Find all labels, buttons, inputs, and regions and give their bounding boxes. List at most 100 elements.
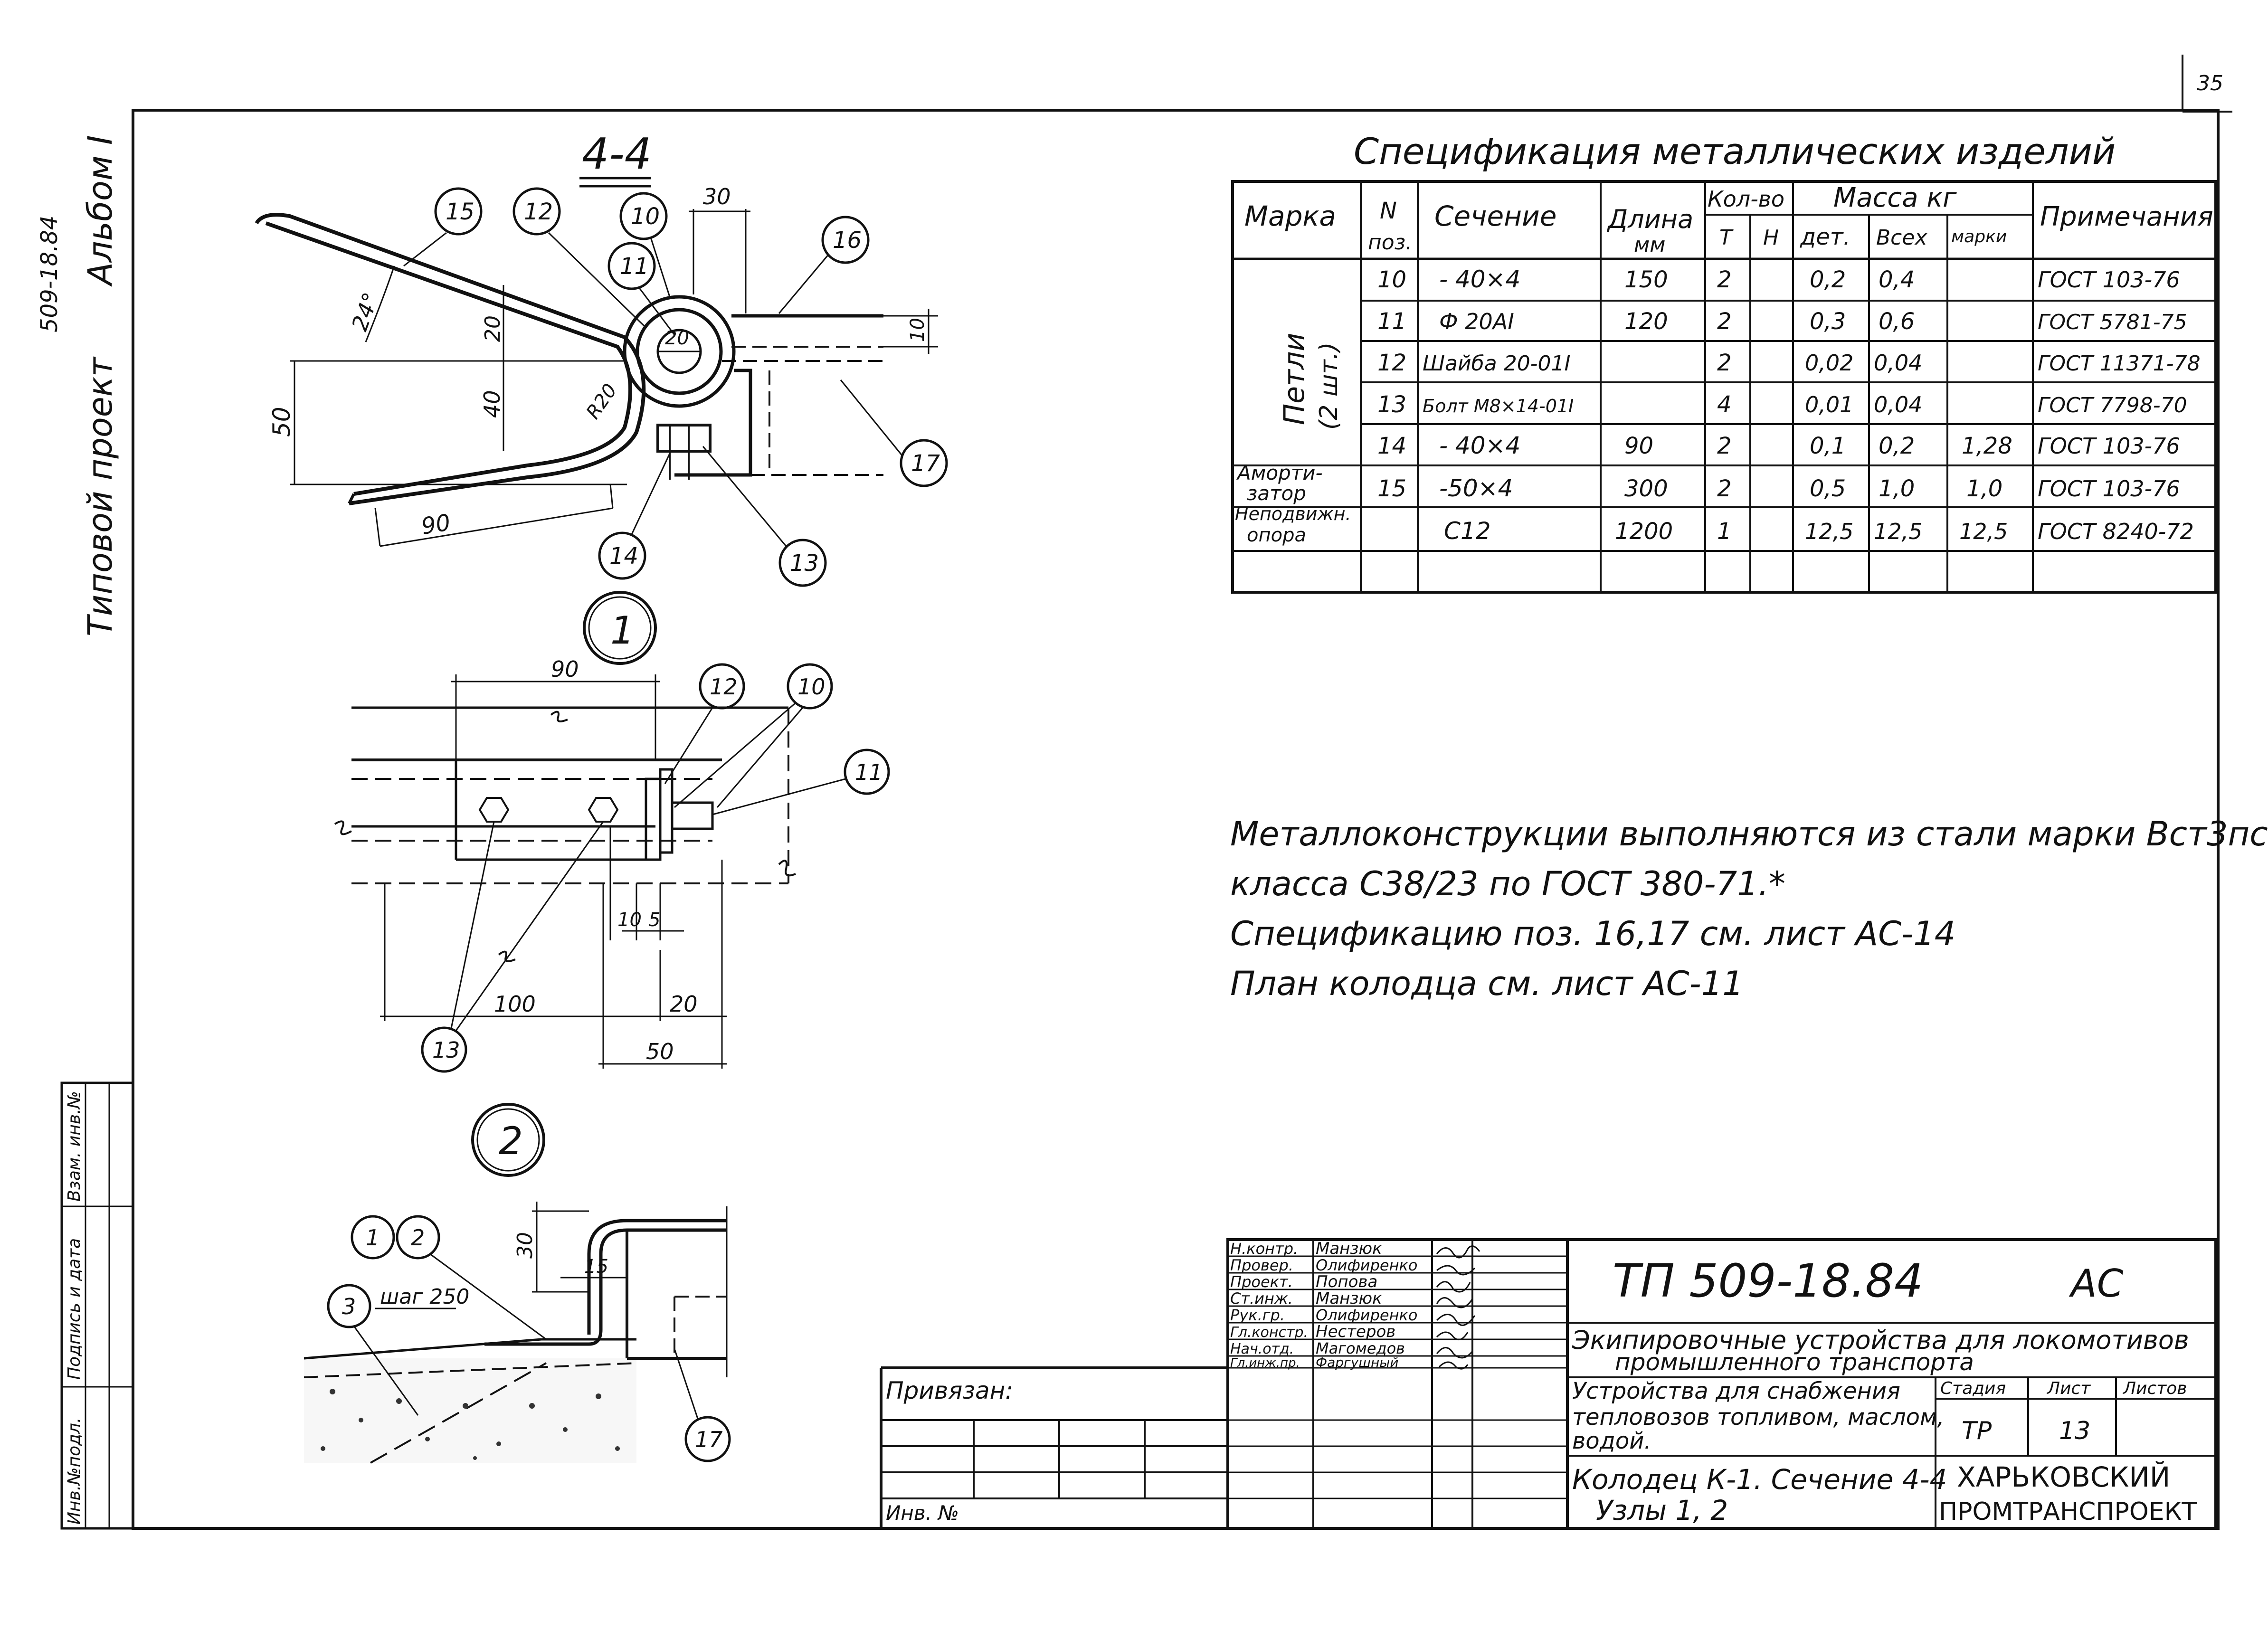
node2-dim-30: 30 [513, 1232, 537, 1259]
node2-callout-17: 17 [674, 1348, 731, 1462]
svg-text:0,4: 0,4 [1879, 266, 1915, 293]
callout-17: 17 [840, 379, 948, 487]
spec-h-pos-a: N [1380, 198, 1397, 224]
section-title: 4-4 [582, 129, 652, 179]
side-approval-columns: Инв.№подл. Подпись и дата Взам. инв.№ [60, 1081, 134, 1530]
svg-text:- 40×4: - 40×4 [1439, 265, 1520, 293]
side-col-inv-podl: Инв.№подл. [65, 1418, 84, 1525]
svg-text:13: 13 [1377, 391, 1406, 418]
svg-text:Гл.инж.пр.: Гл.инж.пр. [1230, 1356, 1300, 1370]
dim-angle: 24° [347, 289, 384, 334]
dim-30: 30 [703, 184, 731, 209]
spec-group-petli: Петли [1278, 333, 1311, 425]
spec-title: Спецификация металлических изделий [1354, 130, 2116, 172]
svg-text:0,2: 0,2 [1810, 266, 1846, 293]
spec-row: 14 - 40×4 90 2 0,1 0,2 1,28 ГОСТ 103-76 [1377, 432, 2180, 459]
side-col-signature: Подпись и дата [65, 1238, 84, 1380]
side-code: 509-18.84 [36, 216, 63, 332]
tb-object-b: тепловозов топливом, маслом, [1572, 1404, 1945, 1431]
svg-text:ГОСТ 8240-72: ГОСТ 8240-72 [2038, 519, 2194, 544]
concrete-slab [304, 1358, 636, 1463]
svg-text:15: 15 [1377, 475, 1406, 502]
svg-text:1200: 1200 [1615, 518, 1673, 545]
svg-text:17: 17 [695, 1427, 723, 1452]
svg-text:0,04: 0,04 [1874, 392, 1922, 417]
sheet-number-box: 35 [2182, 55, 2232, 113]
node1-callout-11: 11 [712, 749, 890, 815]
node1-dim-100: 100 [494, 991, 536, 1017]
svg-text:11: 11 [620, 253, 649, 280]
tb-org-b: ПРОМТРАНСПРОЕКТ [1939, 1497, 2197, 1526]
svg-text:Аморти-: Аморти- [1236, 461, 1323, 484]
svg-text:90: 90 [1624, 433, 1653, 459]
svg-text:Фаргушный: Фаргушный [1316, 1355, 1399, 1370]
svg-text:ГОСТ 103-76: ГОСТ 103-76 [2038, 476, 2180, 502]
svg-text:Манзюк: Манзюк [1316, 1289, 1382, 1308]
tb-code: ТП 509-18.84 [1613, 1254, 1923, 1308]
note-line-1: Металлоконструкции выполняются из стали … [1230, 815, 2268, 853]
svg-text:Шайба 20-01I: Шайба 20-01I [1423, 351, 1571, 376]
node1-dim-50: 50 [646, 1039, 674, 1064]
sheet-number: 35 [2197, 71, 2223, 95]
svg-text:ГОСТ 11371-78: ГОСТ 11371-78 [2038, 351, 2201, 376]
node1-dim-90: 90 [551, 656, 579, 682]
spec-h-mass-det: дет. [1800, 224, 1850, 250]
svg-text:Проект.: Проект. [1230, 1273, 1293, 1291]
svg-text:2: 2 [1717, 433, 1732, 459]
svg-text:1,28: 1,28 [1962, 433, 2012, 459]
tb-org-a: ХАРЬКОВСКИЙ [1957, 1460, 2170, 1493]
svg-text:12,5: 12,5 [1805, 519, 1853, 544]
note-line-4: План колодца см. лист АС-11 [1230, 964, 1744, 1003]
dim-50: 50 [268, 407, 295, 437]
svg-text:Нестеров: Нестеров [1316, 1322, 1395, 1341]
svg-text:2: 2 [1717, 308, 1732, 335]
spec-row: 10 - 40×4 150 2 0,2 0,4 ГОСТ 103-76 [1377, 265, 2180, 293]
svg-text:ГОСТ 5781-75: ГОСТ 5781-75 [2038, 310, 2187, 334]
tb-object-c: водой. [1572, 1428, 1651, 1454]
svg-text:1,0: 1,0 [1879, 475, 1915, 502]
svg-text:0,1: 0,1 [1810, 433, 1846, 459]
svg-text:ГОСТ 103-76: ГОСТ 103-76 [2038, 433, 2180, 459]
node2-callout-2: 2 [396, 1215, 547, 1340]
svg-text:10: 10 [1377, 266, 1406, 293]
tb-bound: Привязан: [886, 1377, 1013, 1404]
svg-text:- 40×4: - 40×4 [1439, 432, 1520, 459]
svg-text:0,04: 0,04 [1874, 350, 1922, 376]
tb-sheet-label: Лист [2046, 1379, 2091, 1398]
svg-text:17: 17 [911, 450, 940, 477]
side-col-replace: Взам. инв.№ [65, 1091, 84, 1202]
spec-h-note: Примечания [2040, 201, 2213, 232]
side-labels: 509-18.84 Типовой проект Альбом I [36, 135, 120, 636]
node-2-label: 2 [499, 1119, 523, 1163]
spec-h-pos-b: поз. [1368, 230, 1412, 255]
callout-14: 14 [598, 453, 671, 580]
svg-text:Болт М8×14-01I: Болт М8×14-01I [1423, 396, 1574, 417]
svg-text:0,6: 0,6 [1879, 308, 1915, 335]
tb-mark: АС [2069, 1261, 2124, 1306]
svg-text:12,5: 12,5 [1959, 519, 2008, 544]
section-4-4: 4-4 30 20 20 40 [255, 129, 948, 587]
svg-text:ГОСТ 103-76: ГОСТ 103-76 [2038, 267, 2180, 293]
svg-text:Олифиренко: Олифиренко [1316, 1256, 1417, 1274]
svg-text:ГОСТ 7798-70: ГОСТ 7798-70 [2038, 393, 2187, 417]
svg-text:11: 11 [1377, 308, 1406, 335]
signatures [1436, 1245, 1480, 1370]
spec-row: 11 Ф 20АI 120 2 0,3 0,6 ГОСТ 5781-75 [1377, 308, 2187, 335]
tb-object-a: Устройства для снабжения [1572, 1378, 1900, 1404]
node2-callout-3: 3 [327, 1284, 419, 1416]
svg-text:0,2: 0,2 [1879, 433, 1915, 459]
svg-text:затор: затор [1247, 482, 1306, 505]
tb-inv: Инв. № [886, 1501, 959, 1525]
svg-text:Манзюк: Манзюк [1316, 1239, 1382, 1258]
svg-text:2: 2 [1717, 266, 1732, 293]
svg-text:13: 13 [790, 550, 819, 577]
svg-text:13: 13 [432, 1037, 460, 1063]
tb-stage-label: Стадия [1940, 1379, 2006, 1398]
node1-dim-20: 20 [670, 991, 698, 1017]
title-block: Привязан: Инв. № Н.контр. Провер. Проект… [880, 1238, 2217, 1530]
svg-text:300: 300 [1624, 475, 1668, 502]
svg-text:-50×4: -50×4 [1439, 474, 1513, 502]
tb-drawing-b: Узлы 1, 2 [1596, 1494, 1728, 1526]
node1-dim-5: 5 [648, 909, 660, 931]
